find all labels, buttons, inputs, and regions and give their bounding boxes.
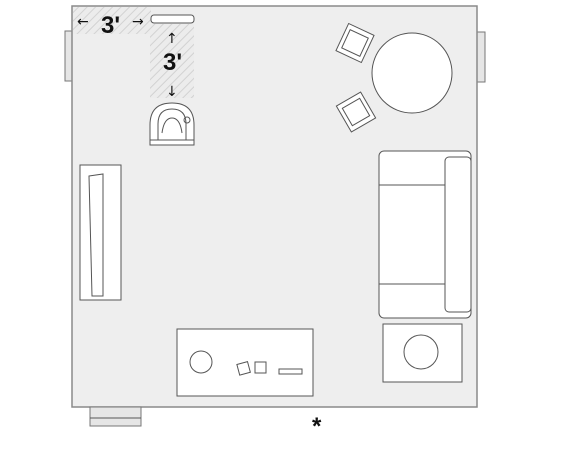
coffee-table[interactable]	[177, 329, 313, 396]
media-console[interactable]	[80, 165, 121, 300]
armchair[interactable]	[150, 103, 194, 145]
arrow-left-icon: ←	[77, 14, 89, 30]
window-right	[477, 32, 485, 82]
arrow-right-icon: →	[132, 14, 144, 30]
arrow-up-icon: ↑	[166, 31, 178, 47]
door[interactable]	[90, 407, 141, 426]
ottoman[interactable]	[404, 335, 438, 369]
wall-shelf[interactable]	[151, 15, 194, 23]
sofa[interactable]	[379, 151, 471, 318]
round-table[interactable]	[372, 33, 452, 113]
arrow-down-icon: ↓	[166, 84, 178, 100]
dimension-label-vertical: 3'	[163, 49, 182, 76]
dimension-label-horizontal: 3'	[101, 12, 120, 39]
asterisk-marker-icon: *	[312, 413, 322, 440]
